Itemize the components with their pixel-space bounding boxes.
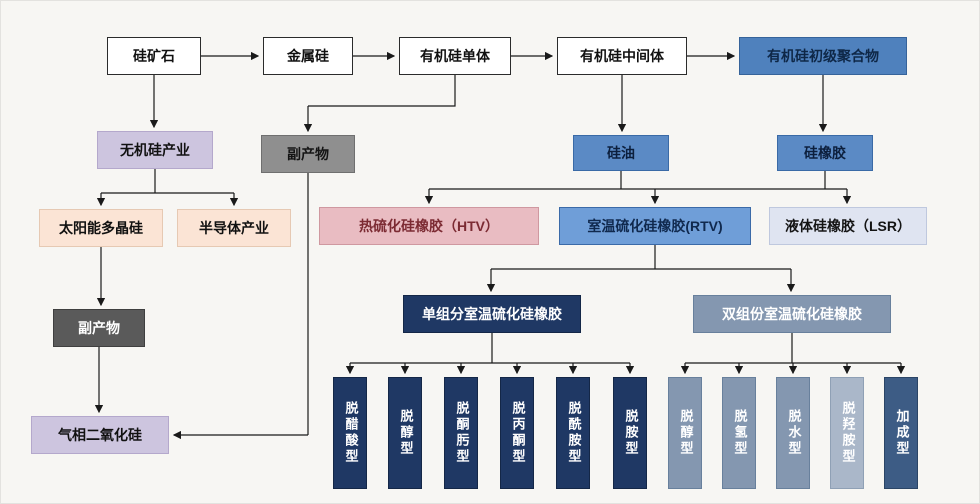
node-type-dealcohol-1k: 脱醇型	[388, 377, 422, 489]
node-silicone-intermediate: 有机硅中间体	[557, 37, 687, 75]
node-silicone-monomer: 有机硅单体	[399, 37, 511, 75]
node-two-component-rtv: 双组份室温硫化硅橡胶	[693, 295, 891, 333]
node-type-dehydroxylamine: 脱羟胺型	[830, 377, 864, 489]
node-byproduct-top: 副产物	[261, 135, 355, 173]
node-type-dealcohol-2k: 脱醇型	[668, 377, 702, 489]
node-silicone-rubber: 硅橡胶	[777, 135, 873, 171]
type-label: 加成型	[894, 409, 910, 457]
node-silicon-metal: 金属硅	[263, 37, 353, 75]
node-type-deamide: 脱酰胺型	[556, 377, 590, 489]
node-htv-rubber: 热硫化硅橡胶（HTV）	[319, 207, 539, 245]
type-label: 脱醇型	[398, 409, 414, 457]
node-byproduct-left: 副产物	[53, 309, 145, 347]
node-semiconductor-industry: 半导体产业	[177, 209, 291, 247]
type-label: 脱羟胺型	[840, 401, 856, 465]
node-silicone-oil: 硅油	[573, 135, 669, 171]
node-type-deacetic-acid: 脱醋酸型	[333, 377, 367, 489]
node-silicone-primary-polymer: 有机硅初级聚合物	[739, 37, 907, 75]
node-lsr-rubber: 液体硅橡胶（LSR）	[769, 207, 927, 245]
type-label: 脱氢型	[732, 409, 748, 457]
type-label: 脱水型	[786, 409, 802, 457]
type-label: 脱醇型	[678, 409, 694, 457]
node-type-addition: 加成型	[884, 377, 918, 489]
node-type-deamine: 脱胺型	[613, 377, 647, 489]
type-label: 脱胺型	[623, 409, 639, 457]
node-type-dewater: 脱水型	[776, 377, 810, 489]
node-type-dehydrogen: 脱氢型	[722, 377, 756, 489]
node-type-deketoxime: 脱酮肟型	[444, 377, 478, 489]
node-fumed-silica: 气相二氧化硅	[31, 416, 169, 454]
node-inorganic-silicon-industry: 无机硅产业	[97, 131, 213, 169]
type-label: 脱酰胺型	[566, 401, 582, 465]
node-silicon-ore: 硅矿石	[107, 37, 201, 75]
node-rtv-rubber: 室温硫化硅橡胶(RTV)	[559, 207, 751, 245]
type-label: 脱醋酸型	[343, 401, 359, 465]
node-one-component-rtv: 单组分室温硫化硅橡胶	[403, 295, 581, 333]
type-label: 脱酮肟型	[454, 401, 470, 465]
node-type-deacetone: 脱丙酮型	[500, 377, 534, 489]
type-label: 脱丙酮型	[510, 401, 526, 465]
node-solar-polysilicon: 太阳能多晶硅	[39, 209, 163, 247]
